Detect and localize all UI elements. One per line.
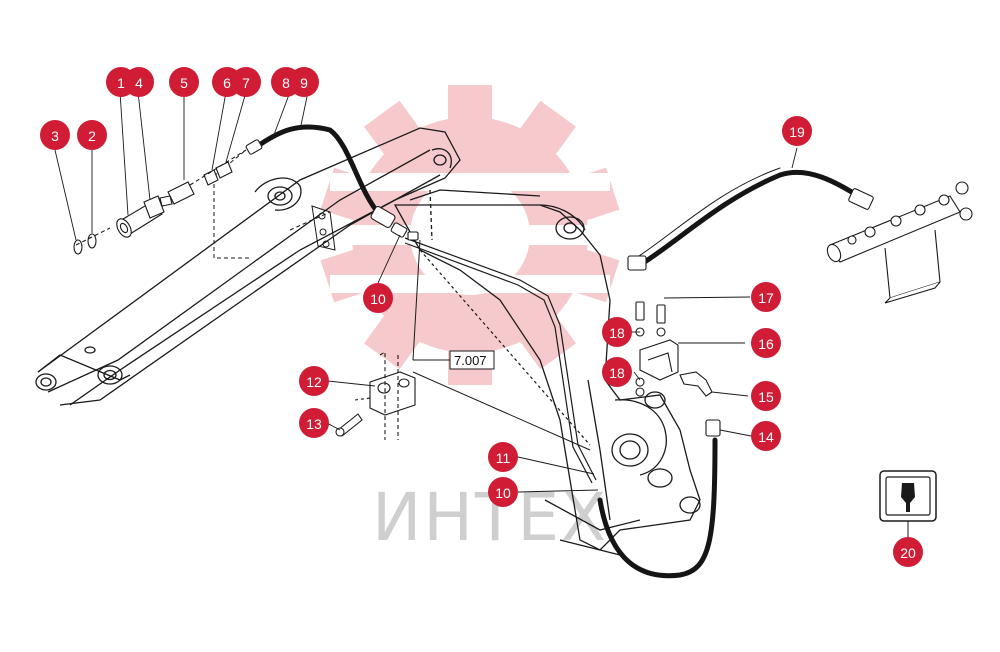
- fittings-top: [245, 139, 419, 241]
- svg-text:6: 6: [223, 75, 231, 91]
- callout-11[interactable]: 11: [488, 442, 518, 472]
- svg-text:10: 10: [495, 485, 511, 501]
- callout-9[interactable]: 9: [289, 67, 319, 97]
- callout-17[interactable]: 17: [751, 282, 781, 312]
- svg-text:11: 11: [496, 450, 511, 466]
- hydraulic-symbol-icon: [879, 470, 937, 540]
- reference-box: 7.007: [412, 239, 591, 451]
- dipper-arm: [393, 189, 701, 556]
- svg-text:14: 14: [758, 429, 774, 445]
- svg-text:18: 18: [609, 365, 625, 381]
- bracket-assembly: [635, 301, 721, 437]
- pipe-clamp: [335, 351, 416, 440]
- svg-text:1: 1: [117, 75, 125, 91]
- svg-text:3: 3: [51, 128, 59, 144]
- callouts: 1 4 5 6 7 8 9 3 2 10 12 13 11 10 19 17 1…: [40, 67, 923, 567]
- svg-text:4: 4: [135, 75, 143, 91]
- callout-15[interactable]: 15: [751, 381, 781, 411]
- svg-text:10: 10: [370, 291, 386, 307]
- callout-5[interactable]: 5: [169, 67, 199, 97]
- quick-coupler: [73, 149, 247, 255]
- svg-text:12: 12: [306, 374, 322, 390]
- callout-3[interactable]: 3: [40, 120, 70, 150]
- callout-10-lower[interactable]: 10: [488, 477, 518, 507]
- callout-16[interactable]: 16: [751, 328, 781, 358]
- svg-text:8: 8: [282, 75, 290, 91]
- svg-text:2: 2: [88, 128, 96, 144]
- callout-10-upper[interactable]: 10: [363, 283, 393, 313]
- watermark: ИНТЕХ: [320, 85, 620, 556]
- callout-4[interactable]: 4: [124, 67, 154, 97]
- svg-text:18: 18: [609, 325, 625, 341]
- svg-text:20: 20: [900, 545, 916, 561]
- svg-text:17: 17: [758, 290, 774, 306]
- callout-12[interactable]: 12: [299, 366, 329, 396]
- reference-label: 7.007: [454, 353, 487, 368]
- svg-text:5: 5: [180, 75, 188, 91]
- svg-text:13: 13: [306, 416, 322, 432]
- callout-18-upper[interactable]: 18: [602, 317, 632, 347]
- svg-text:15: 15: [758, 389, 774, 405]
- svg-text:9: 9: [300, 75, 308, 91]
- svg-text:7: 7: [242, 75, 250, 91]
- callout-13[interactable]: 13: [299, 408, 329, 438]
- callout-19[interactable]: 19: [782, 116, 812, 146]
- steel-pipe: [404, 237, 597, 484]
- callout-18-lower[interactable]: 18: [602, 357, 632, 387]
- leader-lines: [54, 91, 798, 493]
- boom-bracket: [213, 149, 336, 259]
- boom-arm: [35, 127, 461, 406]
- manifold-block: [627, 181, 973, 304]
- callout-20[interactable]: 20: [893, 537, 923, 567]
- svg-text:19: 19: [789, 124, 805, 140]
- hose-lines: [252, 124, 868, 579]
- svg-text:16: 16: [758, 336, 774, 352]
- callout-7[interactable]: 7: [231, 67, 261, 97]
- callout-14[interactable]: 14: [751, 421, 781, 451]
- watermark-gear-icon: [320, 85, 620, 385]
- callout-2[interactable]: 2: [77, 120, 107, 150]
